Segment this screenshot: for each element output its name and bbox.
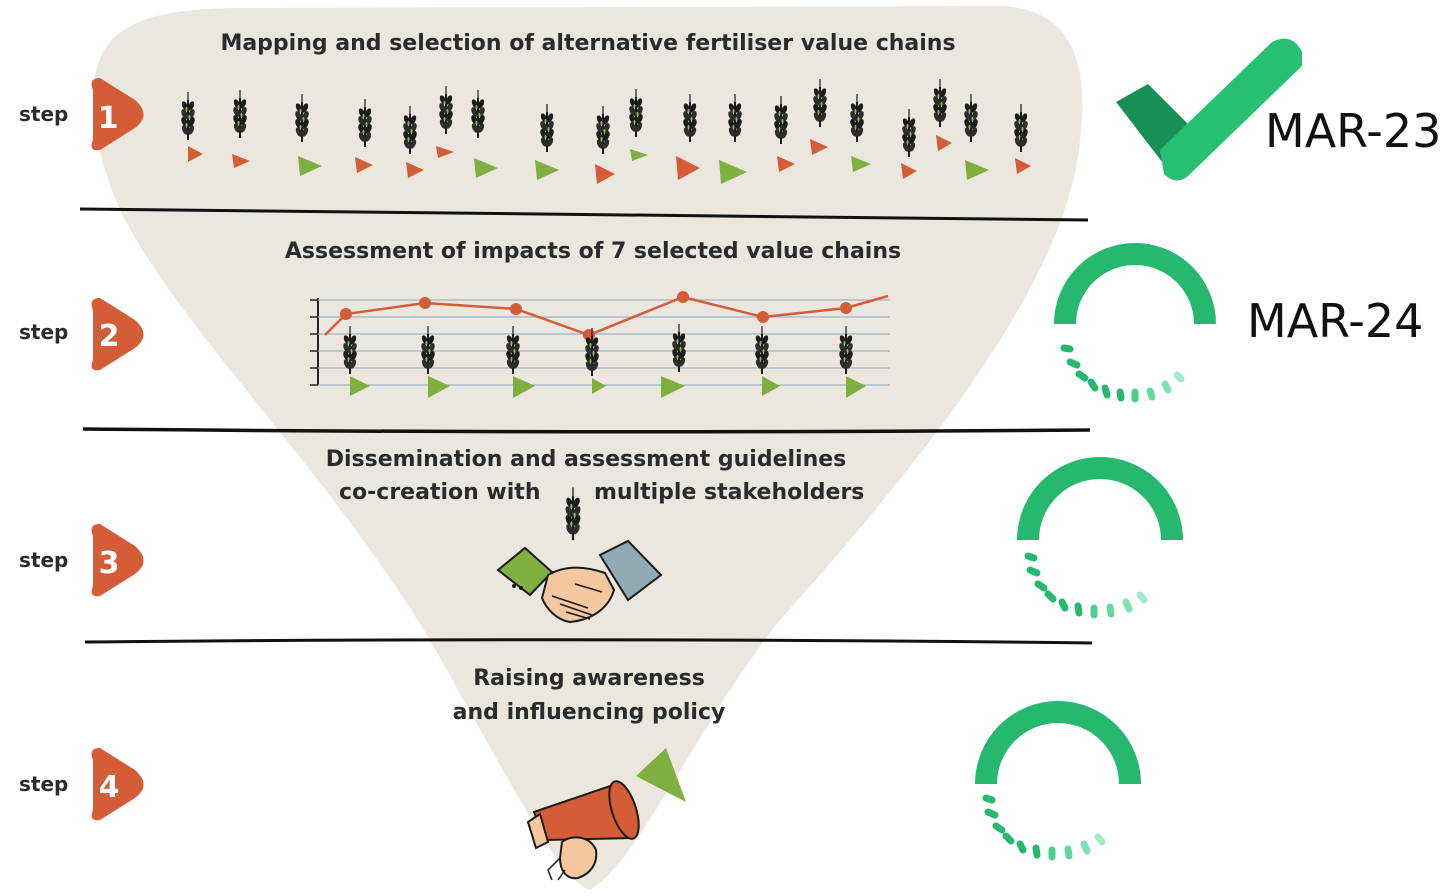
megaphone-icon <box>526 748 686 881</box>
step1-wheat-field <box>178 78 1031 184</box>
step3-title-line2b: multiple stakeholders <box>594 480 865 505</box>
separator-line <box>82 427 1091 434</box>
step-number-3: 3 <box>99 546 120 581</box>
step-label-3: step <box>19 548 69 572</box>
step-number-2: 2 <box>99 319 120 354</box>
step-number-4: 4 <box>99 770 120 805</box>
loading-ring-icon <box>1017 457 1183 619</box>
step-label-1: step <box>19 102 69 126</box>
separator-line <box>84 638 1093 645</box>
funnel-shape <box>93 6 1083 890</box>
step2-title: Assessment of impacts of 7 selected valu… <box>284 239 902 264</box>
loading-ring-icon <box>975 701 1141 861</box>
handshake-icon <box>496 486 663 624</box>
step-badge-4 <box>91 748 144 821</box>
step3-title-line2a: co-creation with <box>339 480 541 505</box>
step-number-1: 1 <box>98 101 119 136</box>
step2-date: MAR-24 <box>1247 294 1424 348</box>
checkmark-icon <box>1116 38 1302 181</box>
step-badge-2 <box>91 298 144 371</box>
step3-title-line1: Dissemination and assessment guidelines <box>325 447 847 472</box>
step4-title-line1: Raising awareness <box>473 666 705 691</box>
step2-line-chart <box>310 291 890 398</box>
step-label-4: step <box>19 772 69 796</box>
loading-ring-icon <box>1054 243 1216 403</box>
step1-title: Mapping and selection of alternative fer… <box>220 31 956 56</box>
separator-line <box>79 207 1089 222</box>
step1-date: MAR-23 <box>1265 104 1442 158</box>
step4-title-line2: and influencing policy <box>452 700 726 725</box>
step-label-2: step <box>19 320 69 344</box>
step-badge-3 <box>91 524 144 597</box>
step-badge-1 <box>91 78 144 151</box>
